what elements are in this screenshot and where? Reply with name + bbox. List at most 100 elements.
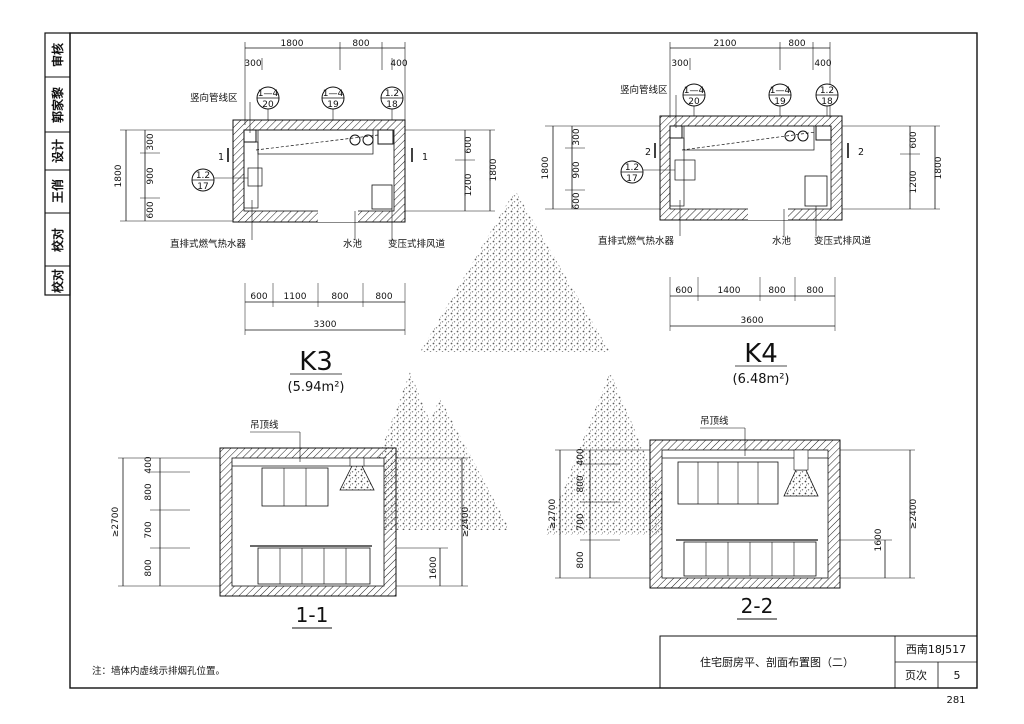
sidebar-signature-strip: 审核 郭家黎 设计 王俏 校对 校对	[44, 32, 71, 296]
section-1-left-dim-total: ≥2700	[111, 507, 121, 538]
sheet-title: 住宅厨房平、剖面布置图（二）	[700, 655, 854, 669]
title-block: 住宅厨房平、剖面布置图（二） 西南18J517 页次 5	[659, 635, 978, 689]
svg-text:1—4: 1—4	[258, 89, 279, 99]
svg-text:19: 19	[774, 97, 786, 107]
k4-label-heater: 直排式燃气热水器	[598, 235, 675, 247]
k3-top-dim-3: 300	[244, 59, 261, 69]
svg-text:19: 19	[327, 100, 339, 110]
sidebar-cell-3: 设计	[50, 139, 65, 163]
k3-cut-left: 1	[218, 152, 224, 163]
svg-text:1.2: 1.2	[820, 86, 834, 96]
sidebar-cell-6: 校对	[50, 269, 65, 293]
page-number: 281	[946, 695, 965, 706]
k4-cut-left: 2	[645, 147, 651, 158]
k4-top-dim-1: 2100	[714, 39, 737, 49]
k4-top-dim-4: 400	[814, 59, 831, 69]
svg-text:1.2: 1.2	[625, 163, 639, 173]
svg-text:17: 17	[626, 174, 637, 184]
k3-plan: 1800 800 300 400 300 900 600 1800	[114, 39, 499, 395]
k4-right-dim-1: 600	[909, 131, 919, 148]
section-1-right-dim-total: ≥2400	[461, 507, 471, 538]
k3-total-dim: 3300	[314, 320, 337, 330]
k4-label-pipe-zone: 竖向管线区	[620, 84, 668, 96]
k4-right-dim-total: 1800	[934, 156, 944, 179]
k3-label-sink: 水池	[343, 238, 363, 250]
atlas-number: 西南18J517	[906, 643, 966, 656]
section-2-right-dim-1: 1600	[874, 528, 884, 551]
k3-left-dim-3: 600	[146, 201, 156, 218]
k3-bottom-dim-3: 800	[331, 292, 348, 302]
k4-left-dim-2: 900	[572, 161, 582, 178]
k4-top-dim-3: 300	[671, 59, 688, 69]
section-2-left-dim-2: 800	[576, 475, 586, 492]
drawing-note: 注：墙体内虚线示排烟孔位置。	[92, 665, 225, 677]
section-2-ceiling-label: 吊顶线	[700, 415, 729, 427]
k4-cut-right: 2	[858, 147, 864, 158]
k3-left-dim-1: 300	[146, 133, 156, 150]
k3-left-dim-2: 900	[146, 167, 156, 184]
svg-text:1.2: 1.2	[196, 171, 210, 181]
k4-bottom-dim-3: 800	[768, 286, 785, 296]
sidebar-cell-5: 校对	[50, 228, 65, 252]
svg-text:20: 20	[688, 97, 700, 107]
sidebar-cell-1: 审核	[50, 43, 65, 67]
k4-left-dim-3: 600	[572, 192, 582, 209]
section-2-label: 2-2	[741, 594, 774, 618]
section-2-right-dim-total: ≥2400	[909, 499, 919, 530]
k4-plan: 2100 800 300 400 300 900 600 1800 600 12…	[541, 39, 944, 387]
k4-label-sink: 水池	[772, 235, 792, 247]
k3-ref-circle-1: 1—4 20	[256, 86, 280, 120]
section-2-left-dim-3: 700	[576, 513, 586, 530]
sidebar-cell-2: 郭家黎	[50, 87, 65, 123]
page-value: 5	[954, 669, 961, 682]
svg-text:18: 18	[386, 100, 398, 110]
section-2-left-dim-1: 400	[576, 448, 586, 465]
k3-cut-right: 1	[422, 152, 428, 163]
k3-ref-circle-2: 1—4 19	[321, 86, 345, 120]
section-1-right-dim-1: 1600	[429, 556, 439, 579]
svg-text:1—4: 1—4	[323, 89, 344, 99]
k3-bottom-dim-1: 600	[250, 292, 267, 302]
k4-top-dim-2: 800	[788, 39, 805, 49]
k4-bottom-dim-1: 600	[675, 286, 692, 296]
section-2-left-dim-total: ≥2700	[548, 499, 558, 530]
k3-top-dim-2: 800	[352, 39, 369, 49]
k3-top-dim-4: 400	[390, 59, 407, 69]
k3-right-dim-1: 600	[464, 136, 474, 153]
k4-area: (6.48m²)	[733, 372, 790, 387]
k3-ref-circle-3: 1.2 18	[380, 86, 404, 120]
svg-text:17: 17	[197, 182, 208, 192]
k3-right-dim-2: 1200	[464, 173, 474, 196]
section-2-left-dim-4: 800	[576, 551, 586, 568]
k3-bottom-dim-2: 1100	[284, 292, 307, 302]
k3-right-dim-total: 1800	[489, 158, 499, 181]
section-1-left-dim-3: 700	[144, 521, 154, 538]
svg-text:1.2: 1.2	[385, 89, 399, 99]
k4-title: K4	[744, 339, 778, 369]
section-1-left-dim-4: 800	[144, 559, 154, 576]
k4-bottom-dim-4: 800	[806, 286, 823, 296]
svg-text:18: 18	[821, 97, 833, 107]
k4-ref-circle-1: 1—4 20	[682, 83, 706, 116]
svg-text:1—4: 1—4	[684, 86, 705, 96]
section-1-left-dim-2: 800	[144, 483, 154, 500]
k4-right-dim-2: 1200	[909, 170, 919, 193]
k3-label-exhaust-duct: 变压式排风道	[388, 238, 446, 250]
k3-area: (5.94m²)	[288, 380, 345, 395]
k3-bottom-dim-4: 800	[375, 292, 392, 302]
section-1-label: 1-1	[296, 603, 329, 627]
section-1-1: 吊顶线 400 800 700 800 ≥2700 1600 ≥2400 1-1	[111, 419, 471, 629]
k3-ref-circle-4: 1.2 17	[191, 168, 248, 192]
svg-text:20: 20	[262, 100, 274, 110]
sheet-frame	[69, 32, 978, 689]
section-1-ceiling-label: 吊顶线	[250, 419, 279, 431]
k4-total-dim: 3600	[741, 316, 764, 326]
sidebar-cell-4: 王俏	[50, 179, 65, 203]
k3-title: K3	[299, 347, 333, 377]
k3-top-dim-1: 1800	[281, 39, 304, 49]
section-1-left-dim-1: 400	[144, 456, 154, 473]
k4-label-exhaust-duct: 变压式排风道	[814, 235, 872, 247]
svg-text:1—4: 1—4	[770, 86, 791, 96]
k4-bottom-dim-2: 1400	[718, 286, 741, 296]
